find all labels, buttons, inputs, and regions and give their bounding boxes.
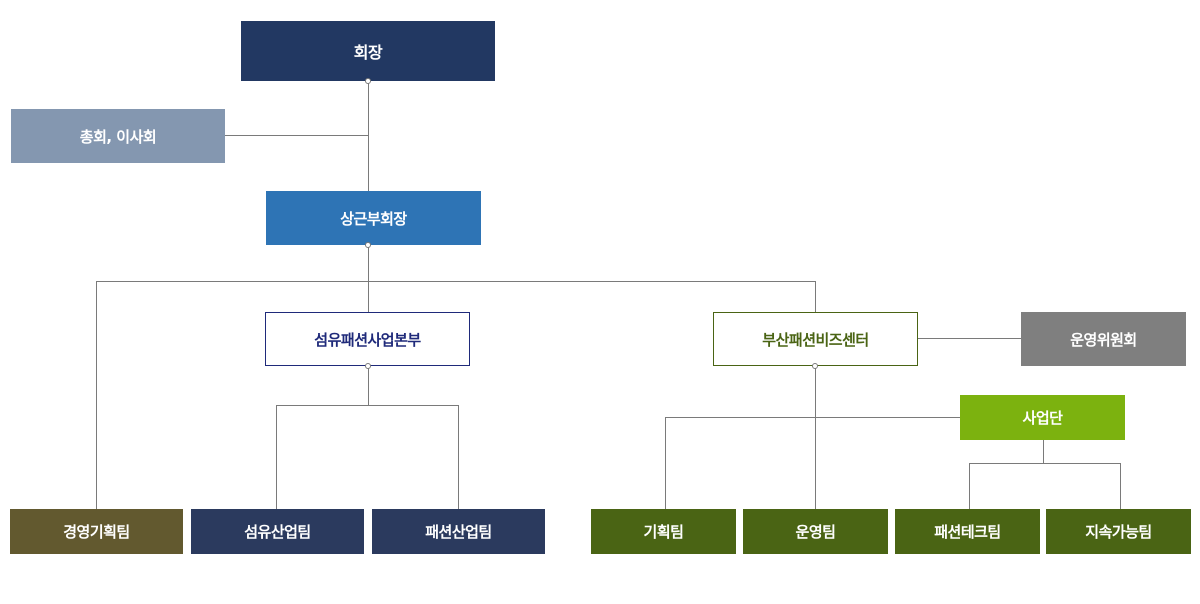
junction-dot-chairman <box>365 78 371 84</box>
connector-textile-team <box>276 405 277 509</box>
connector-busan-horizontal <box>665 417 960 418</box>
connector-mgmt-team <box>96 281 97 509</box>
team-textile-industry: 섬유산업팀 <box>191 509 364 554</box>
connector-business-horizontal <box>969 463 1121 464</box>
connector-assembly <box>225 135 368 136</box>
connector-vice-down <box>368 245 369 312</box>
junction-dot-textile-hq <box>365 363 371 369</box>
node-textile-fashion-hq: 섬유패션사업본부 <box>265 312 470 366</box>
node-business-group: 사업단 <box>960 395 1125 440</box>
team-operations: 운영팀 <box>743 509 888 554</box>
connector-business-down <box>1043 440 1044 463</box>
node-general-assembly: 총회, 이사회 <box>11 109 225 163</box>
team-fashion-industry: 패션산업팀 <box>372 509 545 554</box>
connector-textile-hq-down <box>368 366 369 405</box>
node-steering-committee: 운영위원회 <box>1021 312 1186 366</box>
node-chairman: 회장 <box>241 21 495 81</box>
team-fashion-tech: 패션테크팀 <box>895 509 1040 554</box>
team-planning: 기획팀 <box>591 509 736 554</box>
connector-chairman-vice <box>368 81 369 191</box>
junction-dot-vice <box>365 242 371 248</box>
connector-sustain-team <box>1120 463 1121 509</box>
connector-main-horizontal <box>96 281 816 282</box>
junction-dot-busan-center <box>812 363 818 369</box>
team-management-planning: 경영기획팀 <box>10 509 183 554</box>
node-busan-fashion-center: 부산패션비즈센터 <box>713 312 918 366</box>
connector-tech-team <box>969 463 970 509</box>
connector-fashion-team <box>458 405 459 509</box>
team-sustainability: 지속가능팀 <box>1046 509 1191 554</box>
connector-textile-horizontal <box>276 405 459 406</box>
connector-busan-down <box>815 366 816 509</box>
connector-busan-center <box>815 281 816 312</box>
node-vice-chairman: 상근부회장 <box>266 191 481 245</box>
connector-plan-team <box>665 417 666 509</box>
connector-committee <box>918 338 1021 339</box>
